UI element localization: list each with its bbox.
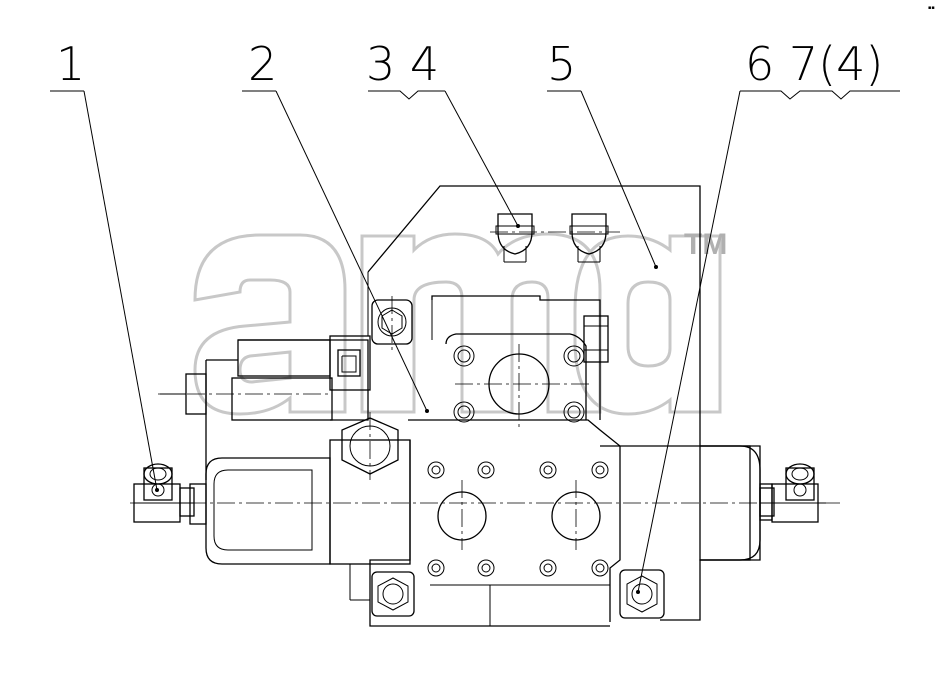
elbow-fitting-right	[759, 463, 826, 523]
callout-3-4: 3 4	[366, 37, 520, 228]
callout-label-1: 1	[56, 37, 85, 91]
watermark-letter-d	[573, 234, 722, 416]
callout-label-6-7-4: 6 7(4)	[745, 37, 883, 91]
plug-top-right	[569, 213, 609, 263]
watermark-trademark: TM	[684, 228, 727, 261]
elbow-fitting-left	[133, 463, 195, 523]
hex-plug-lower-left	[371, 571, 415, 617]
bolt-right	[583, 315, 609, 363]
callout-label-5: 5	[547, 37, 576, 91]
watermark-letter-a	[193, 233, 347, 416]
hex-plug-lower-right	[619, 569, 665, 619]
watermark-letter-m	[360, 232, 602, 414]
center-lines	[130, 296, 840, 550]
callout-1: 1	[50, 37, 159, 492]
callout-label-2: 2	[248, 37, 277, 91]
spool-housing-left	[189, 439, 411, 601]
corner-mark: ▪▪	[928, 5, 935, 11]
callout-6-7-4: 6 7(4)	[636, 37, 900, 594]
callout-5: 5	[547, 37, 658, 269]
plug-top-left	[495, 213, 535, 263]
manifold-block	[369, 295, 621, 627]
callout-label-3-4: 3 4	[366, 37, 439, 91]
callout-2: 2	[242, 37, 429, 413]
watermark: TM	[193, 228, 727, 416]
